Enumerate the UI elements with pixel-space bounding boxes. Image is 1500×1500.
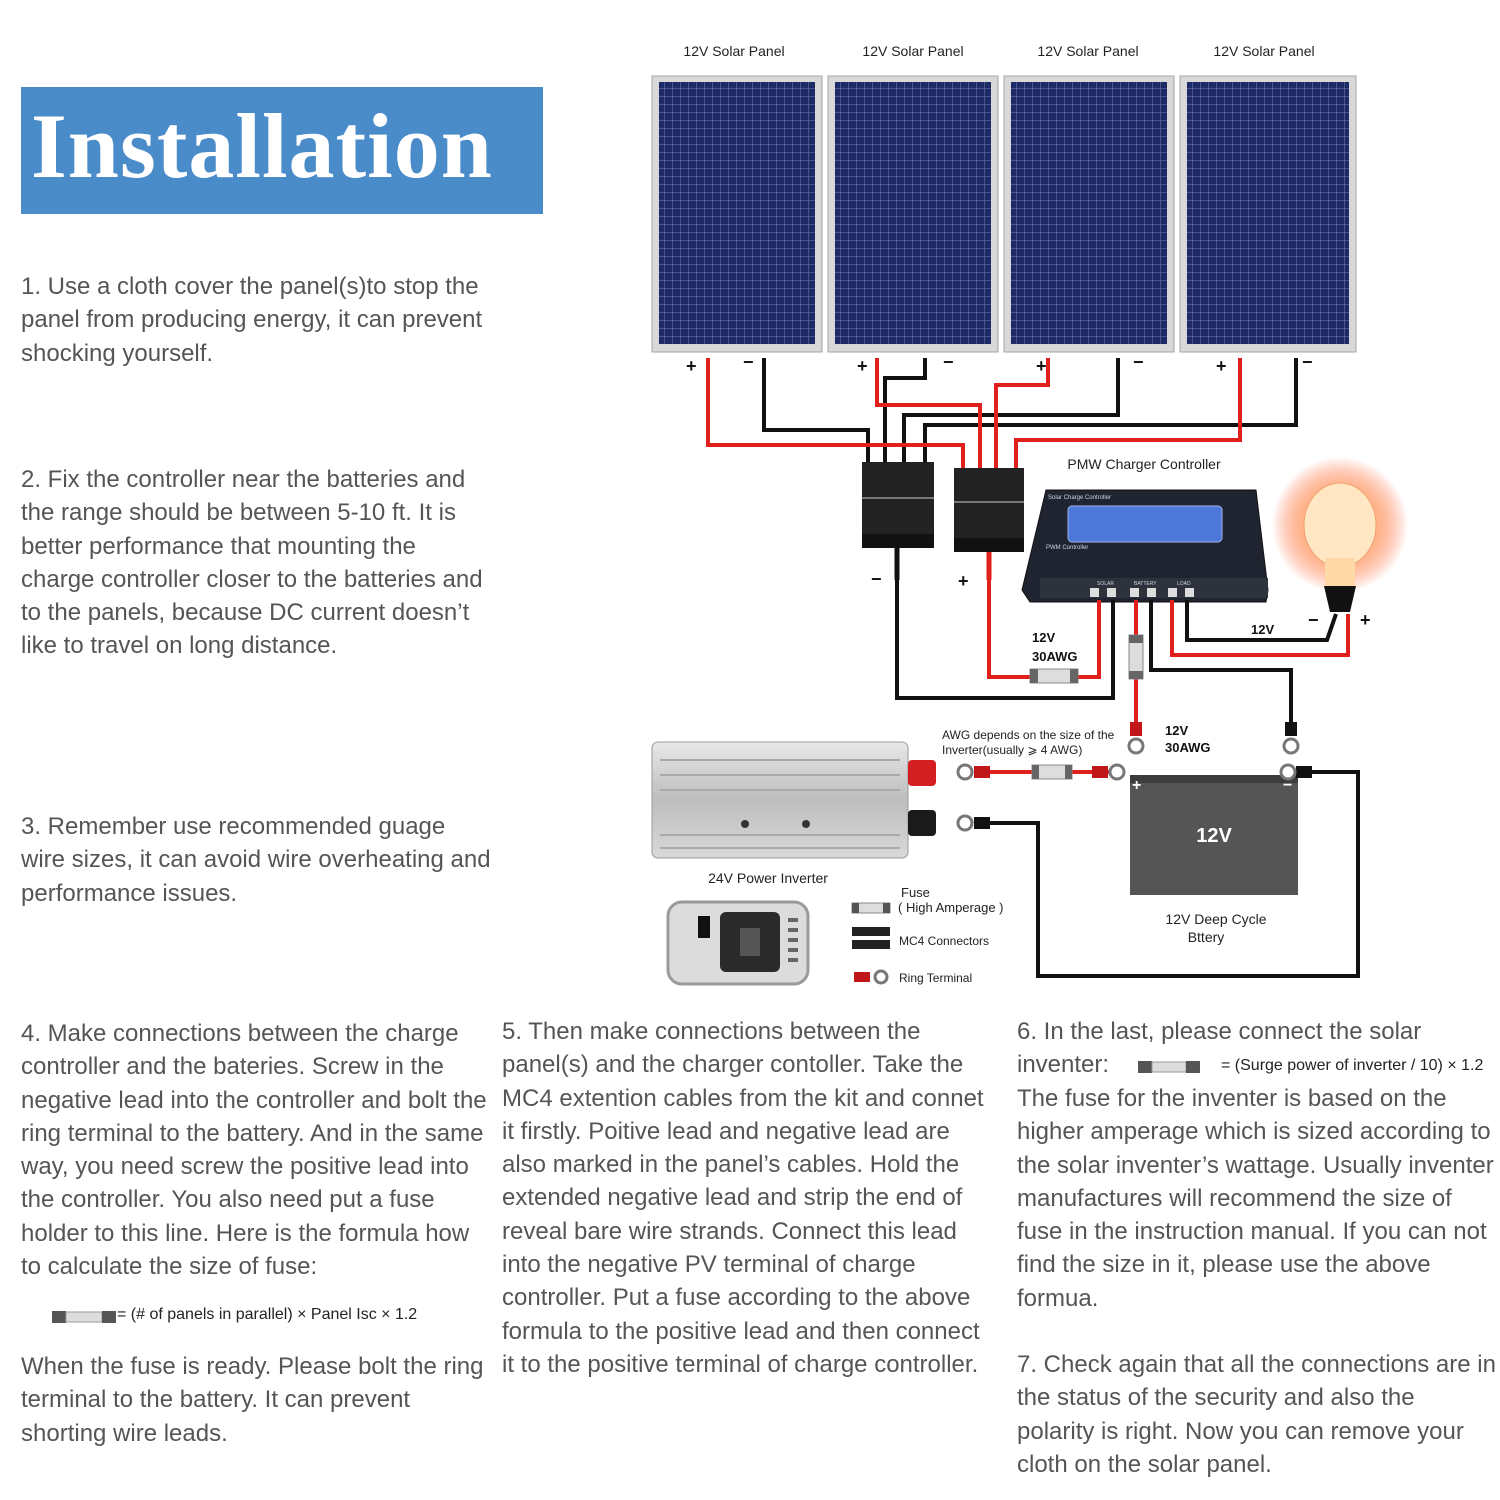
plus-sign: + — [1132, 777, 1141, 794]
solar-panel — [651, 75, 823, 353]
wiring-diagram: 12V Solar Panel 12V Solar Panel 12V Sola… — [651, 43, 1408, 986]
legend-ring-terminal-icon — [854, 969, 889, 985]
ring-terminal — [1279, 763, 1312, 781]
ring-terminal — [956, 763, 990, 781]
plus-sign: + — [686, 356, 697, 376]
ring-terminal — [956, 814, 990, 832]
battery — [1130, 775, 1298, 895]
panel-label: 12V Solar Panel — [1213, 43, 1314, 59]
page-title: Installation — [31, 95, 493, 197]
fuse-formula-controller: = (# of panels in parallel) × Panel Isc … — [117, 1306, 418, 1323]
ring-terminal — [1282, 722, 1300, 755]
terminal-label-solar: SOLAR — [1097, 581, 1114, 587]
battery-label: Bttery — [1188, 929, 1225, 945]
controller-brand: PWM Controller — [1046, 545, 1088, 551]
panel-label: 12V Solar Panel — [683, 43, 784, 59]
step-5: 5. Then make connections between the pan… — [502, 1018, 984, 1378]
fuse-icon — [1138, 1061, 1200, 1073]
title-banner: Installation — [21, 87, 543, 214]
charge-controller: Solar Charge Controller PWM Controller S… — [1021, 489, 1269, 603]
minus-sign: − — [1133, 352, 1144, 372]
legend-fuse-note: ( High Amperage ) — [898, 900, 1004, 915]
plus-sign: + — [857, 356, 868, 376]
minus-sign: − — [871, 569, 882, 589]
step-4: 4. Make connections between the charge c… — [21, 1020, 487, 1281]
legend-mc4: MC4 Connectors — [899, 934, 989, 948]
battery-label: 12V Deep Cycle — [1165, 911, 1266, 927]
step-7: 7. Check again that all the connections … — [1017, 1351, 1496, 1478]
terminal-label-load: LOAD — [1177, 581, 1191, 587]
battery-voltage: 12V — [1196, 825, 1232, 847]
solar-panel — [1003, 75, 1175, 353]
minus-sign: − — [743, 352, 754, 372]
wire-gauge-label: 30AWG — [1032, 649, 1078, 664]
awg-note: AWG depends on the size of the — [942, 728, 1115, 742]
inverter-front-panel — [666, 900, 810, 986]
terminal-label-battery: BATTERY — [1134, 581, 1157, 587]
step-2: 2. Fix the controller near the batteries… — [21, 466, 483, 660]
minus-sign: − — [1302, 352, 1313, 372]
minus-sign: − — [943, 352, 954, 372]
power-inverter — [651, 741, 936, 859]
mc4-branch-positive — [954, 468, 1024, 580]
panel-label: 12V Solar Panel — [1037, 43, 1138, 59]
light-bulb-icon — [1303, 482, 1377, 612]
mc4-branch-negative — [862, 462, 934, 580]
solar-panel — [1179, 75, 1357, 353]
awg-note: Inverter(usually ⩾ 4 AWG) — [942, 743, 1082, 757]
ring-terminal — [1127, 722, 1145, 755]
legend-fuse-icon — [851, 902, 891, 914]
wire-voltage-label: 12V — [1032, 630, 1055, 645]
battery-wire-gauge: 30AWG — [1165, 740, 1211, 755]
inverter-label: 24V Power Inverter — [708, 870, 828, 886]
panel-label: 12V Solar Panel — [862, 43, 963, 59]
fuse-formula-inverter: = (Surge power of inverter / 10) × 1.2 — [1221, 1057, 1484, 1074]
ring-terminal — [1092, 763, 1126, 781]
legend-fuse: Fuse — [901, 885, 930, 900]
fuse-icon — [52, 1311, 116, 1323]
fuse-icon — [1128, 634, 1144, 680]
legend-mc4-icon — [852, 927, 890, 949]
fuse-icon — [1029, 668, 1079, 684]
minus-sign: − — [1308, 610, 1319, 630]
plus-sign: + — [958, 571, 969, 591]
load-voltage-label: 12V — [1251, 622, 1274, 637]
minus-sign: − — [1283, 777, 1292, 794]
plus-sign: + — [1216, 356, 1227, 376]
plus-sign: + — [1036, 356, 1047, 376]
positive-wires — [706, 358, 1242, 470]
step-1: 1. Use a cloth cover the panel(s)to stop… — [21, 273, 483, 367]
step-4-continued: When the fuse is ready. Please bolt the … — [21, 1353, 484, 1447]
solar-panel — [827, 75, 999, 353]
step-6: 6. In the last, please connect the solar… — [1017, 1018, 1422, 1079]
plus-sign: + — [1360, 610, 1371, 630]
battery-wire-voltage: 12V — [1165, 723, 1188, 738]
step-6-continued: The fuse for the inventer is based on th… — [1017, 1085, 1494, 1312]
fuse-icon — [1031, 764, 1073, 780]
controller-top-text: Solar Charge Controller — [1048, 495, 1111, 501]
legend-ring-terminal: Ring Terminal — [899, 971, 972, 985]
controller-label: PMW Charger Controller — [1067, 456, 1221, 472]
step-3: 3. Remember use recommended guage wire s… — [21, 813, 491, 907]
